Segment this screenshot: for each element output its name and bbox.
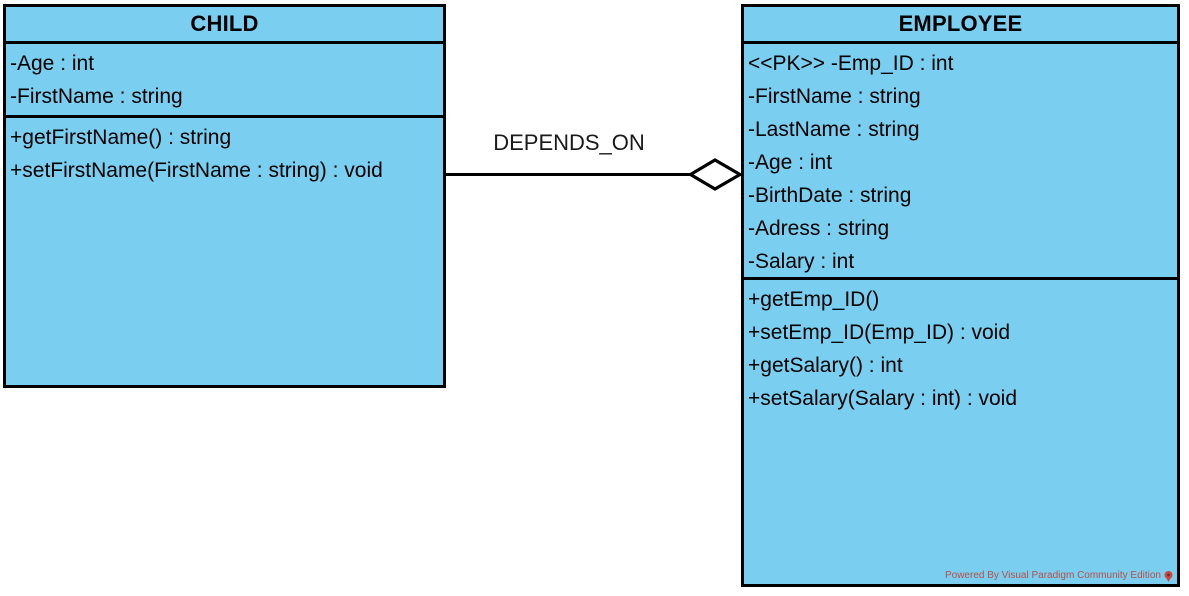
attributes-compartment-employee: <<PK>> -Emp_ID : int -FirstName : string… — [744, 44, 1177, 280]
uml-class-employee[interactable]: EMPLOYEE <<PK>> -Emp_ID : int -FirstName… — [741, 4, 1180, 587]
method-row: +setFirstName(FirstName : string) : void — [10, 159, 383, 182]
attribute-row: -Age : int — [748, 151, 833, 174]
attribute-row: -LastName : string — [748, 118, 920, 141]
attribute-row: -BirthDate : string — [748, 184, 912, 207]
attribute-row: -Age : int — [10, 52, 95, 75]
watermark: Powered By Visual Paradigm Community Edi… — [945, 570, 1173, 582]
relationship-label[interactable]: DEPENDS_ON — [493, 130, 645, 155]
method-row: +setSalary(Salary : int) : void — [748, 387, 1018, 410]
method-row: +getEmp_ID() — [748, 288, 880, 311]
aggregation-diamond-icon — [688, 158, 744, 191]
uml-class-child[interactable]: CHILD -Age : int -FirstName : string +ge… — [3, 4, 446, 388]
class-title-employee: EMPLOYEE — [744, 7, 1177, 44]
attribute-row: -FirstName : string — [10, 85, 183, 108]
methods-compartment-child: +getFirstName() : string +setFirstName(F… — [6, 118, 443, 385]
visual-paradigm-logo-icon — [1164, 570, 1173, 582]
class-title-child: CHILD — [6, 7, 443, 44]
method-row: +getSalary() : int — [748, 354, 903, 377]
method-row: +getFirstName() : string — [10, 126, 232, 149]
methods-compartment-employee: +getEmp_ID() +setEmp_ID(Emp_ID) : void +… — [744, 280, 1177, 584]
attribute-row: -Adress : string — [748, 217, 890, 240]
method-row: +setEmp_ID(Emp_ID) : void — [748, 321, 1011, 344]
attribute-row: <<PK>> -Emp_ID : int — [748, 52, 954, 75]
attribute-row: -Salary : int — [748, 250, 855, 273]
watermark-text: Powered By Visual Paradigm Community Edi… — [944, 570, 1161, 581]
relationship-line[interactable] — [446, 173, 692, 176]
attributes-compartment-child: -Age : int -FirstName : string — [6, 44, 443, 118]
attribute-row: -FirstName : string — [748, 85, 921, 108]
